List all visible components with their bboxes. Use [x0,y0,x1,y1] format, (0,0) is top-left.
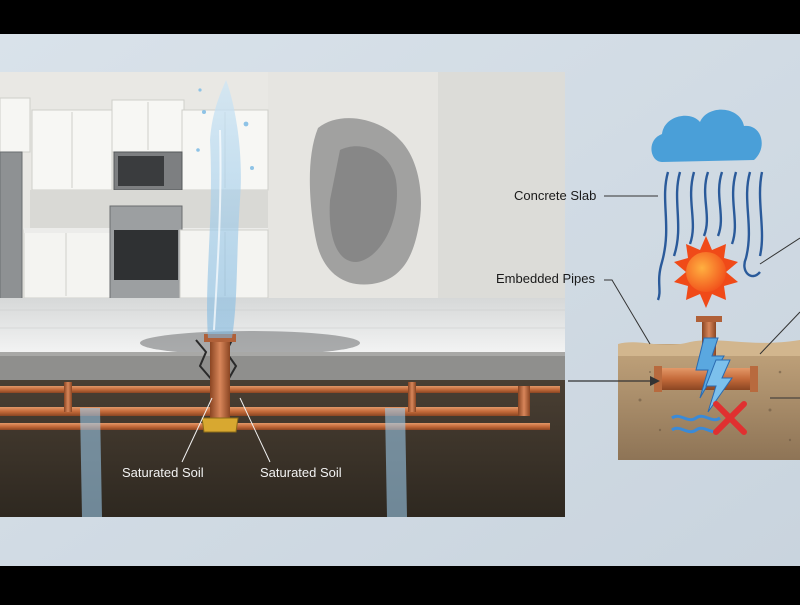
bottom-letterbox [0,566,800,600]
embedded-pipes-label: Embedded Pipes [496,271,596,286]
concrete-slab [0,352,565,380]
cloud-icon [651,109,762,162]
kitchen-photo-panel [0,72,565,517]
brass-fitting [201,417,239,433]
water-geyser [207,80,241,338]
leader-line-right [239,397,271,463]
sun-icon [674,236,738,308]
water-waves-icon [671,414,721,434]
riser-pipe [210,336,230,424]
lightning-crack-icon [695,337,733,413]
middle-pipe [0,407,530,416]
tile-floor [0,298,565,352]
saturated-soil-label-right: Saturated Soil [260,465,342,480]
soil-leak-left [80,408,102,517]
lower-cabinet [23,229,111,299]
cause-diagram [568,109,800,460]
refrigerator [0,151,23,307]
rain-icon [656,171,764,301]
top-letterbox [0,0,800,34]
lower-pipe [0,423,550,430]
embedded-pipes-leader [604,279,651,345]
floor-puddle [140,331,360,355]
saturated-soil-label-left: Saturated Soil [122,465,204,480]
x-mark-icon [713,401,747,435]
soil-leak-right [385,408,407,517]
upper-pipe [0,386,560,393]
concrete-slab-label: Concrete Slab [514,188,597,203]
leader-line-left [181,397,213,463]
